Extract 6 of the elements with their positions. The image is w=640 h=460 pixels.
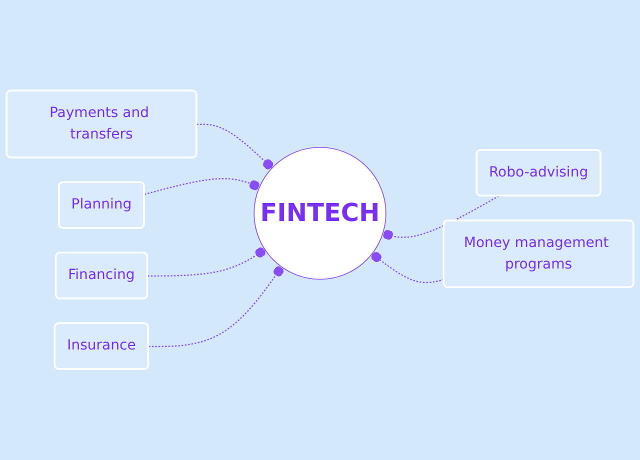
connector <box>148 248 266 277</box>
connector <box>144 178 260 196</box>
connector <box>148 266 284 348</box>
connector <box>382 196 500 240</box>
node-circle: FINTECH <box>254 147 386 280</box>
connector <box>196 124 274 170</box>
